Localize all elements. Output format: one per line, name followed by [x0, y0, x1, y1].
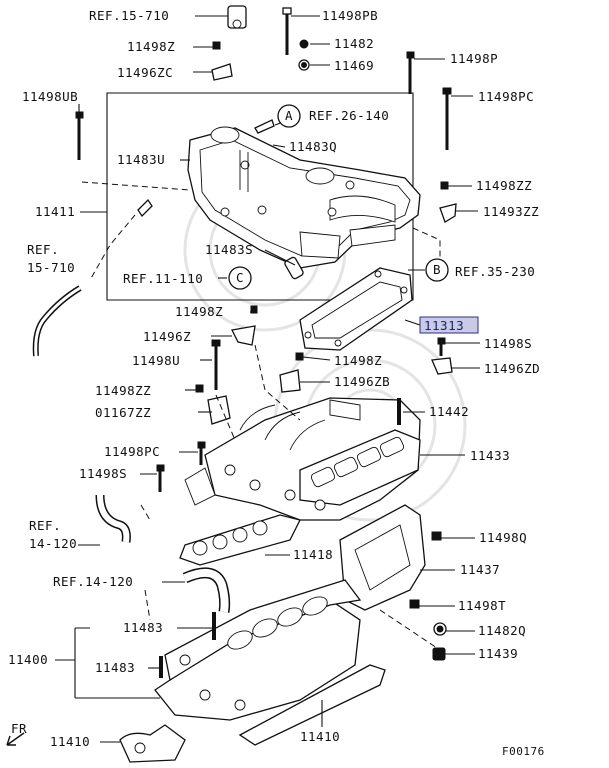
label-11498pc-mid: 11498PC: [104, 444, 160, 459]
label-11483-a: 11483: [123, 620, 163, 635]
label-ref-14-120-mid: REF.14-120: [53, 574, 133, 589]
label-01167zz: 01167ZZ: [95, 405, 151, 420]
label-ref-left-b: 15-710: [27, 260, 75, 275]
label-callout-a: A: [285, 108, 293, 123]
label-11433: 11433: [470, 448, 510, 463]
label-11400: 11400: [8, 652, 48, 667]
gasket-11410: [119, 664, 386, 763]
upper-intake-chamber: [187, 126, 421, 269]
label-11498s-right: 11498S: [484, 336, 532, 351]
label-11483q: 11483Q: [289, 139, 337, 154]
gasket-11418: [179, 514, 301, 566]
label-11411: 11411: [35, 204, 75, 219]
hose-ref-14-120-left-inner: [97, 494, 130, 543]
gasket-11313: [299, 267, 413, 351]
lower-manifold-ports: [227, 596, 328, 650]
label-11498q: 11498Q: [479, 530, 527, 545]
label-11498zz-top: 11498ZZ: [476, 178, 532, 193]
label-callout-c: C: [236, 270, 244, 285]
label-11437: 11437: [460, 562, 500, 577]
label-11482-top: 11482: [334, 36, 374, 51]
label-11496z: 11496Z: [143, 329, 191, 344]
front-arrow-icon: [6, 732, 25, 746]
label-11482q: 11482Q: [478, 623, 526, 638]
label-ref-11-110: REF.11-110: [123, 271, 203, 286]
label-11418: 11418: [293, 547, 333, 562]
lower-manifold-11400: [154, 579, 362, 721]
label-ref-26-140: REF.26-140: [309, 108, 389, 123]
label-11483u: 11483U: [117, 152, 165, 167]
label-11498z-mid: 11498Z: [175, 304, 223, 319]
label-11496zc: 11496ZC: [117, 65, 173, 80]
callout-circle-c: [228, 266, 252, 290]
label-11498t: 11498T: [458, 598, 506, 613]
label-11442: 11442: [429, 404, 469, 419]
label-11469: 11469: [334, 58, 374, 73]
alignment-dashes: [81, 181, 441, 651]
label-11483-b: 11483: [95, 660, 135, 675]
fasteners: [75, 5, 457, 678]
label-ref-14-120-b: 14-120: [29, 536, 77, 551]
label-ref-left-a: REF.: [27, 242, 59, 257]
label-11498p: 11498P: [450, 51, 498, 66]
part-labels: REF.15-710 11498PB 11498Z 11482 11496ZC …: [8, 8, 545, 758]
label-11493zz: 11493ZZ: [483, 204, 539, 219]
label-11410-bottom: 11410: [300, 729, 340, 744]
label-11496zd: 11496ZD: [484, 361, 540, 376]
label-11498u: 11498U: [132, 353, 180, 368]
callout-circle-b: [425, 258, 449, 282]
label-ref-35-230: REF.35-230: [455, 264, 535, 279]
label-11439: 11439: [478, 646, 518, 661]
label-11496zb: 11496ZB: [334, 374, 390, 389]
label-ref-14-120-a: REF.: [29, 518, 61, 533]
intake-manifold-11433: [184, 397, 421, 521]
label-ref-15-710-top: REF.15-710: [89, 8, 169, 23]
hose-ref-15-710-inner: [34, 286, 81, 357]
label-11498z-top: 11498Z: [127, 39, 175, 54]
bracket-11437: [339, 504, 426, 611]
label-11498s-left: 11498S: [79, 466, 127, 481]
label-11498zz-mid: 11498ZZ: [95, 383, 151, 398]
hose-ref-14-120-mid-inner: [183, 568, 229, 613]
label-callout-b: B: [433, 262, 441, 277]
label-11498ub: 11498UB: [22, 89, 78, 104]
highlight-box-11313: [419, 316, 479, 334]
label-11498pc-top: 11498PC: [478, 89, 534, 104]
label-11410-left: 11410: [50, 734, 90, 749]
upper-chamber-box: [106, 92, 414, 301]
diagram-id-code: F00176: [502, 745, 545, 758]
label-11483s: 11483S: [205, 242, 253, 257]
label-front: FR: [11, 721, 27, 736]
label-11498pb: 11498PB: [322, 8, 378, 23]
label-11313: 11313: [424, 318, 464, 333]
runner-ports: [310, 436, 405, 488]
callout-circle-a: [277, 104, 301, 128]
label-11498z-low: 11498Z: [334, 353, 382, 368]
